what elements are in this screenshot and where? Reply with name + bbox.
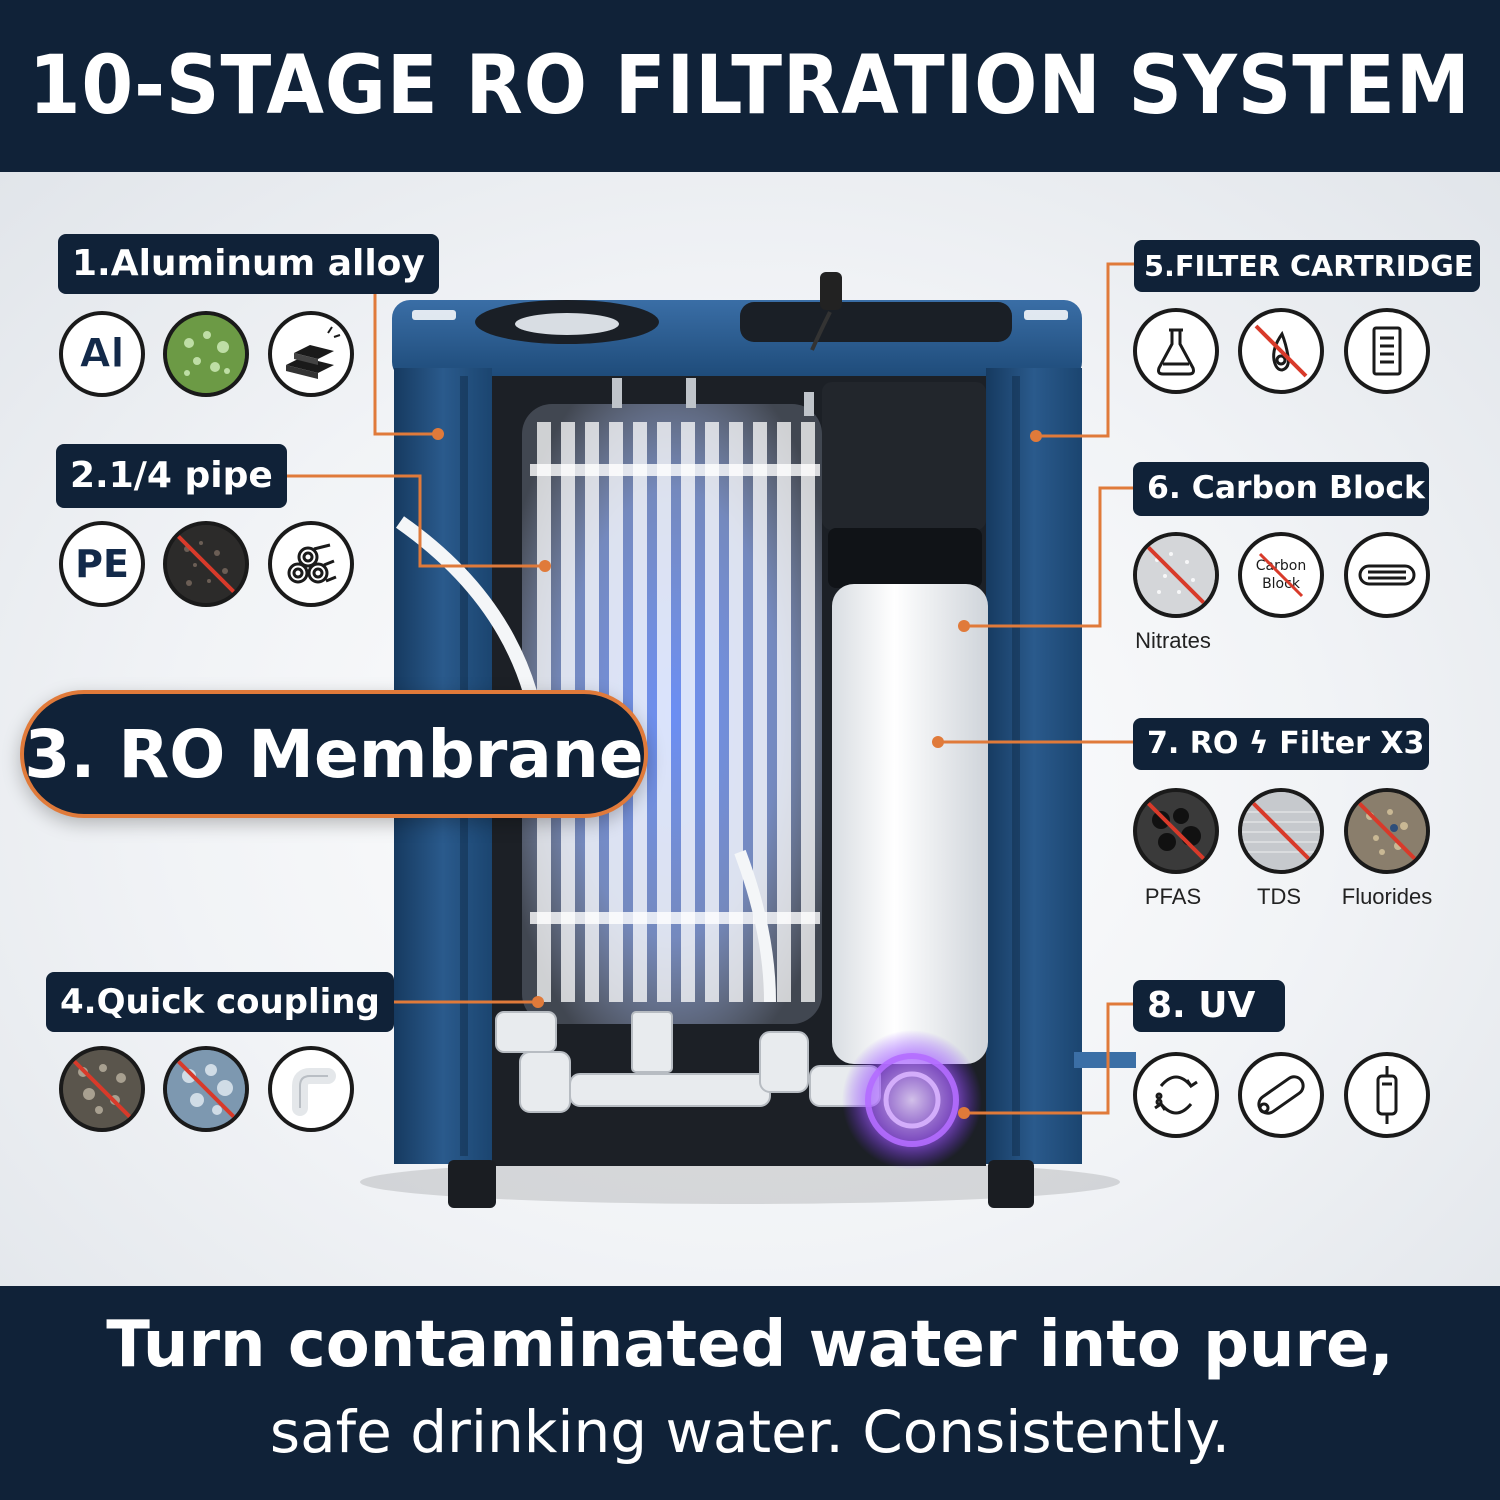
lab-flask-icon (1133, 308, 1219, 394)
label-filter-cartridge: 5.FILTER CARTRIDGE (1134, 240, 1480, 292)
product-stage: 1.Aluminum alloy 2.1/4 pipe 3. RO Membra… (0, 172, 1500, 1286)
aluminum-symbol-text: Al (80, 331, 125, 377)
caption-pfas: PFAS (1144, 884, 1202, 909)
label-quick-coupling: 4.Quick coupling (46, 972, 394, 1032)
caption-tds: TDS (1257, 884, 1301, 909)
label-ro-membrane: 3. RO Membrane (20, 690, 648, 818)
caption-nitrates: Nitrates (1135, 628, 1211, 653)
header-banner: 10-STAGE RO FILTRATION SYSTEM (0, 0, 1500, 172)
label-uv: 8. UV (1133, 980, 1285, 1032)
aluminum-symbol-icon: Al (59, 311, 145, 397)
footer-banner: Turn contaminated water into pure, safe … (0, 1286, 1500, 1500)
cartridge-document-icon (1344, 308, 1430, 394)
carbon-block-icon-text-2: Block (1262, 576, 1301, 592)
no-carbon-block-icon: Carbon Block (1238, 532, 1324, 618)
label-aluminum-alloy: 1.Aluminum alloy (58, 234, 439, 294)
page-title: 10-STAGE RO FILTRATION SYSTEM (28, 39, 1472, 133)
label-ro-filter-x3: 7. RO ϟ Filter X3 (1133, 718, 1429, 770)
pipe-bundle-icon (268, 521, 354, 607)
tagline-secondary: safe drinking water. Consistently. (269, 1398, 1231, 1466)
pe-symbol-icon: PE (59, 521, 145, 607)
label-carbon-block: 6. Carbon Block (1133, 462, 1429, 516)
metal-ingots-icon (268, 311, 354, 397)
no-pfas-icon (1133, 788, 1219, 874)
pe-symbol-text: PE (75, 542, 129, 586)
carbon-block-icon-text-1: Carbon (1256, 558, 1306, 574)
uv-lamp-tube-icon (1238, 1052, 1324, 1138)
no-tds-icon (1238, 788, 1324, 874)
caption-fluorides: Fluorides (1341, 884, 1433, 909)
recycle-cycle-icon (1133, 1052, 1219, 1138)
no-sediment-icon (163, 521, 249, 607)
label-quarter-pipe: 2.1/4 pipe (56, 444, 287, 508)
no-scale-icon (163, 1046, 249, 1132)
no-debris-icon (59, 1046, 145, 1132)
tagline-primary: Turn contaminated water into pure, (106, 1308, 1394, 1382)
no-fluorides-icon (1344, 788, 1430, 874)
uv-filter-unit-icon (1344, 1052, 1430, 1138)
carbon-tube-icon (1344, 532, 1430, 618)
water-droplets-icon (163, 311, 249, 397)
elbow-fitting-icon (268, 1046, 354, 1132)
no-nitrates-icon (1133, 532, 1219, 618)
no-bacteria-icon (1238, 308, 1324, 394)
